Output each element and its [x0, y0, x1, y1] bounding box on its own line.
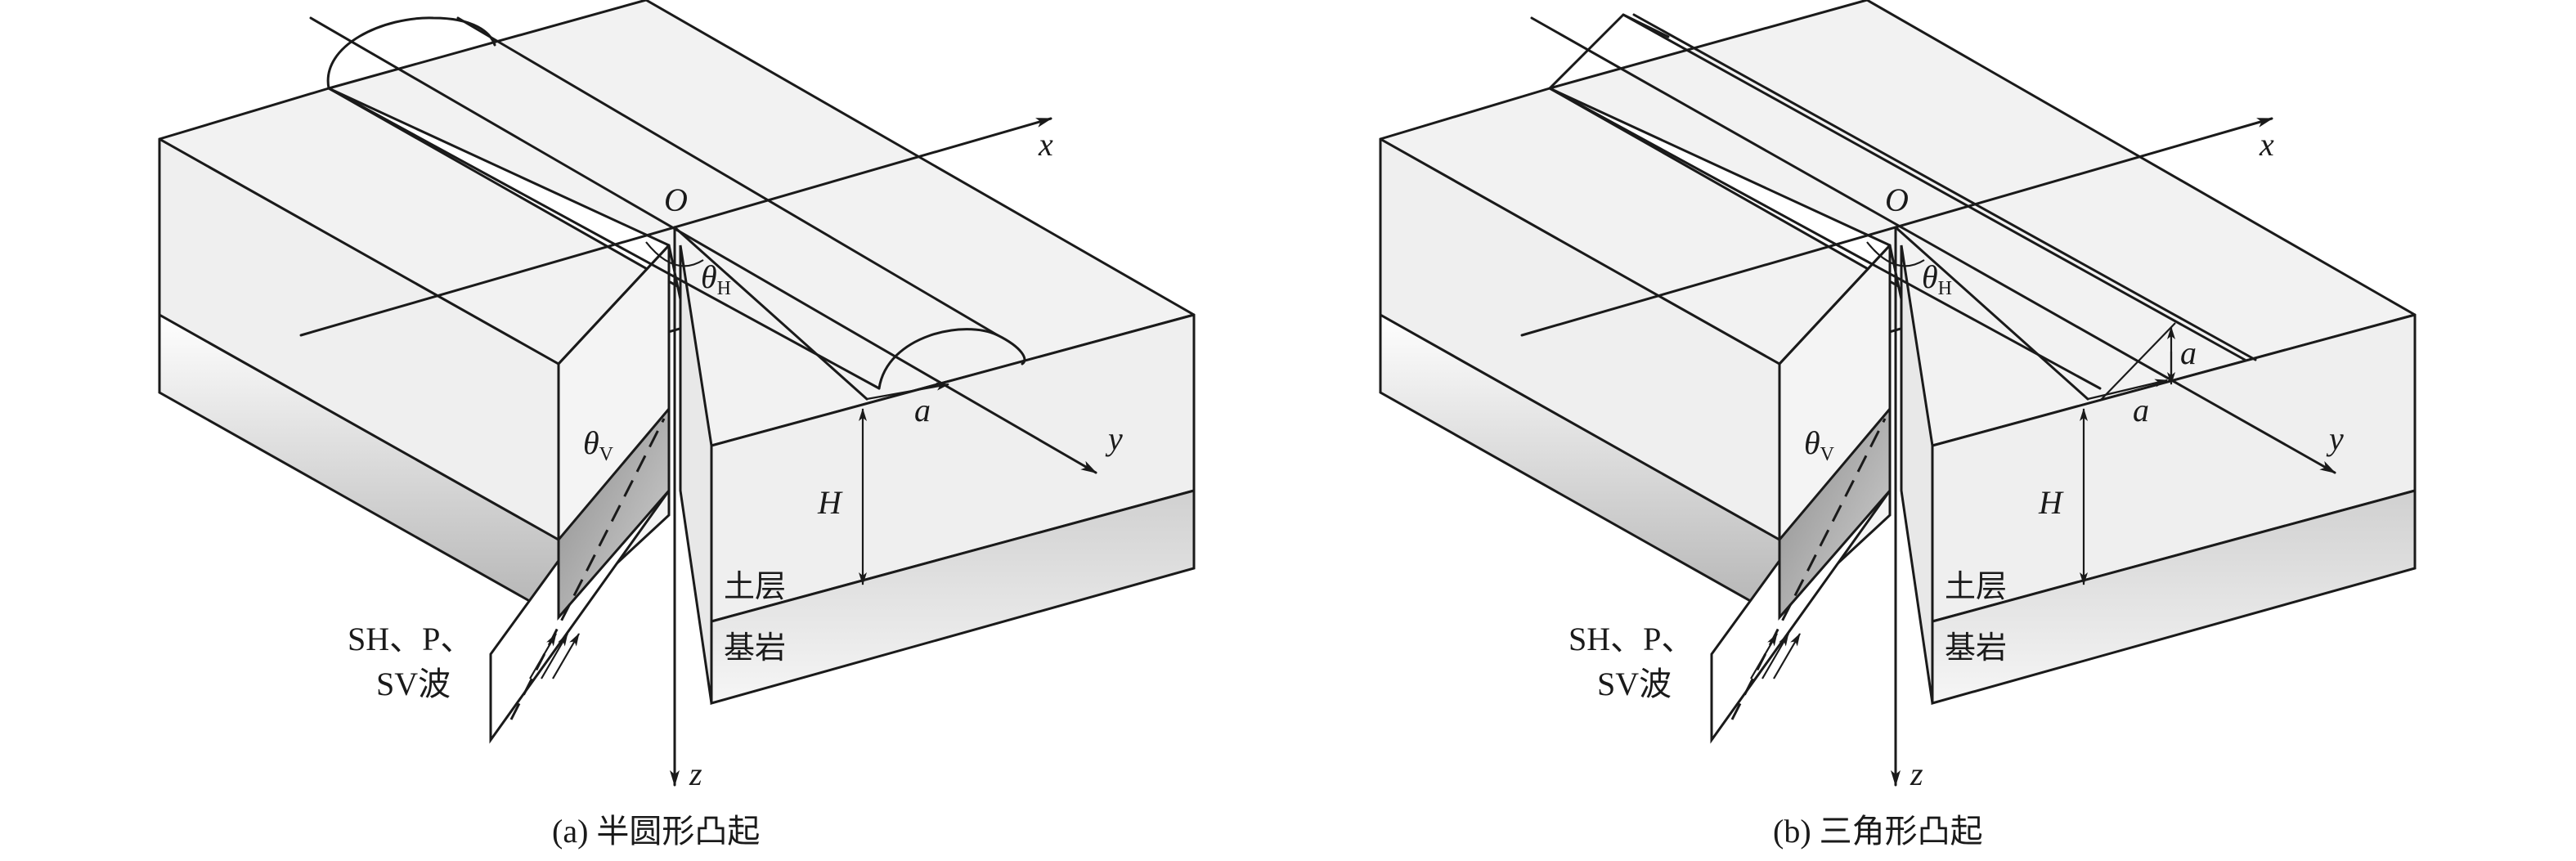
- bedrock-label: 基岩: [724, 630, 786, 666]
- height-label: a: [2180, 334, 2197, 371]
- panel-a: O x y z θH θV a H 土层 基岩 SH、P、 SV波 (a) 半圆…: [158, 0, 1196, 850]
- ridge-crest-line-2: [1632, 13, 2257, 361]
- theta-h-label: θH: [701, 258, 731, 299]
- ridge-crest-line: [1622, 13, 2246, 361]
- ridge-far-end: [326, 16, 496, 90]
- theta-h-label: θH: [1922, 258, 1952, 299]
- y-axis-label: y: [2326, 420, 2344, 457]
- z-axis-label: z: [1910, 756, 1923, 792]
- wave-label-line1: SH、P、: [348, 621, 473, 657]
- z-axis-label: z: [689, 756, 702, 792]
- triangle-edge: [2099, 322, 2176, 401]
- theta-h-arc: [1866, 241, 1925, 267]
- wave-arrows-a: [529, 633, 580, 679]
- incident-direction-line: [1778, 244, 1892, 365]
- half-width-arrow: [2087, 379, 2168, 401]
- y-axis-line: [309, 16, 1097, 474]
- ridge-base-line: [1548, 87, 2102, 390]
- incident-dashed-ray: [509, 418, 666, 720]
- right-cut-face: [679, 244, 713, 704]
- y-axis-label: y: [1105, 420, 1123, 457]
- x-axis-label: x: [2259, 126, 2274, 163]
- y-axis-line: [1530, 16, 2336, 474]
- ridge-base-line: [327, 87, 881, 390]
- theta-v-label: θV: [1804, 424, 1835, 465]
- x-axis-label: x: [1038, 126, 1053, 163]
- half-width-label: a: [2133, 392, 2149, 428]
- wave-label-line2: SV波: [1597, 666, 1672, 702]
- panel-b: O x y z θH θV a a H 土层 基岩 SH、P、 SV波 (b) …: [1379, 0, 2417, 850]
- theta-v-label: θV: [583, 424, 614, 465]
- wave-arrows-b: [1750, 633, 1801, 679]
- caption-b: (b) 三角形凸起: [1773, 813, 1983, 850]
- radius-arrow: [866, 382, 949, 401]
- caption-a: (a) 半圆形凸起: [552, 813, 760, 850]
- origin-label: O: [1885, 182, 1909, 218]
- ridge-crest-line: [456, 16, 999, 337]
- incident-direction-line: [557, 244, 671, 365]
- soil-layer-label: 土层: [1945, 568, 2007, 604]
- radius-label: a: [914, 392, 931, 428]
- wave-label-line2: SV波: [376, 666, 451, 702]
- origin-label: O: [664, 182, 688, 218]
- right-cut-face: [1900, 244, 1934, 704]
- theta-h-arc: [645, 241, 704, 267]
- bedrock-label: 基岩: [1945, 630, 2007, 666]
- theta-h-line: [1894, 226, 2089, 401]
- wave-label-line1: SH、P、: [1568, 621, 1694, 657]
- depth-label: H: [817, 484, 843, 521]
- depth-label: H: [2038, 484, 2064, 521]
- soil-layer-label: 土层: [724, 568, 786, 604]
- incident-dashed-ray: [1730, 418, 1887, 720]
- theta-h-line: [673, 226, 868, 401]
